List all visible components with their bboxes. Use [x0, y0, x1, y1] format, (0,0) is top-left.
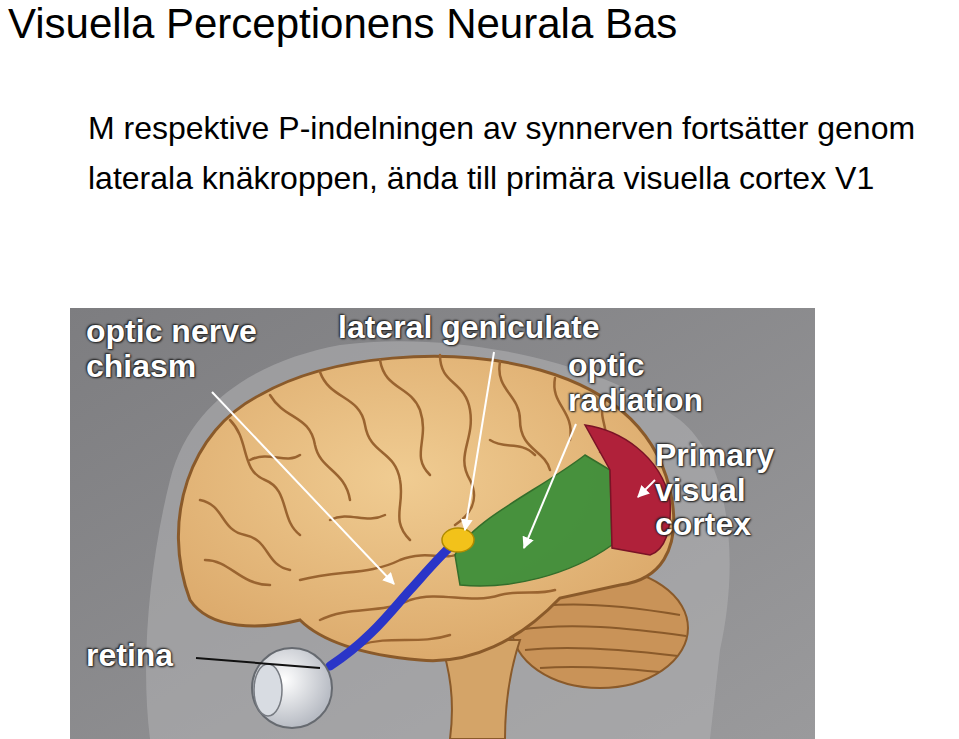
slide-title: Visuella Perceptionens Neurala Bas: [8, 0, 677, 48]
body-text: M respektive P-indelningen av synnerven …: [88, 104, 959, 203]
structure-label: Primary visual cortex: [655, 438, 807, 542]
picture-background: [70, 308, 815, 739]
optic-nerve: [330, 545, 452, 666]
eyeball: [252, 648, 332, 728]
retina-leader: [196, 658, 320, 668]
lateral-geniculate-nucleus: [442, 528, 474, 552]
structure-label: retina: [86, 638, 206, 673]
optic-radiation-region: [455, 455, 612, 586]
structure-label: optic radiation: [568, 348, 753, 417]
structure-label: optic nerve chiasm: [86, 314, 301, 383]
structure-label: lateral geniculate: [338, 310, 648, 345]
